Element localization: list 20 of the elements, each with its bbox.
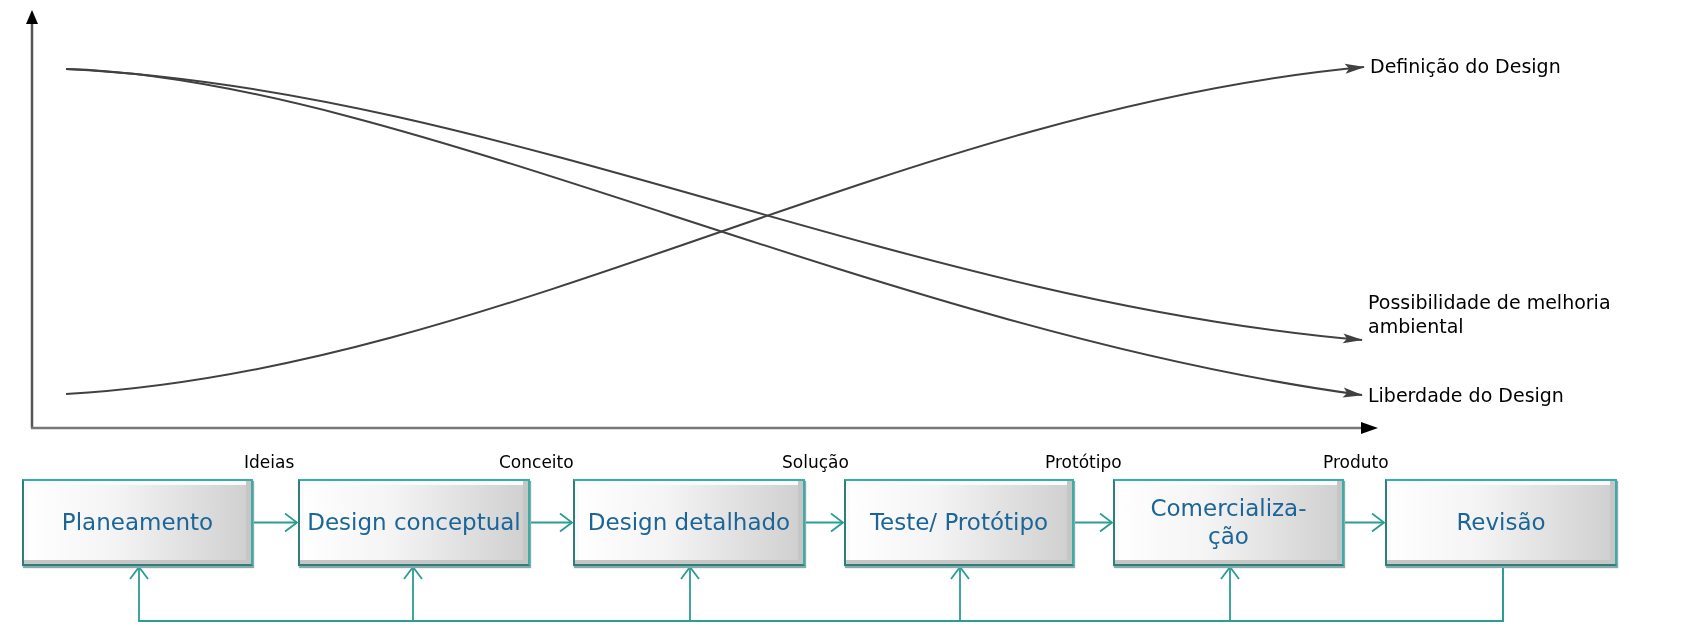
stage-output-label: Produto	[1323, 452, 1389, 472]
curve-label: Definição do Design	[1370, 55, 1610, 79]
process-box: Comercializa- ção	[1113, 479, 1344, 566]
process-box: Teste/ Protótipo	[844, 479, 1074, 566]
curve-label: Liberdade do Design	[1368, 384, 1608, 408]
flow-arrow	[252, 512, 298, 533]
stage-output-label: Solução	[782, 452, 849, 472]
flow-arrow	[1073, 512, 1113, 533]
flow-arrow	[804, 512, 844, 533]
process-box: Design detalhado	[573, 479, 805, 566]
flow-arrow	[529, 512, 573, 533]
process-box: Design conceptual	[298, 479, 530, 566]
process-box: Planeamento	[22, 479, 253, 566]
feedback-arrow	[1220, 565, 1504, 622]
flow-arrow	[1343, 512, 1385, 533]
stage-output-label: Conceito	[499, 452, 574, 472]
stage-output-label: Protótipo	[1045, 452, 1122, 472]
stage-output-label: Ideias	[244, 452, 295, 472]
process-box: Revisão	[1385, 479, 1617, 566]
curve-label: Possibilidade de melhoria ambiental	[1368, 291, 1668, 339]
